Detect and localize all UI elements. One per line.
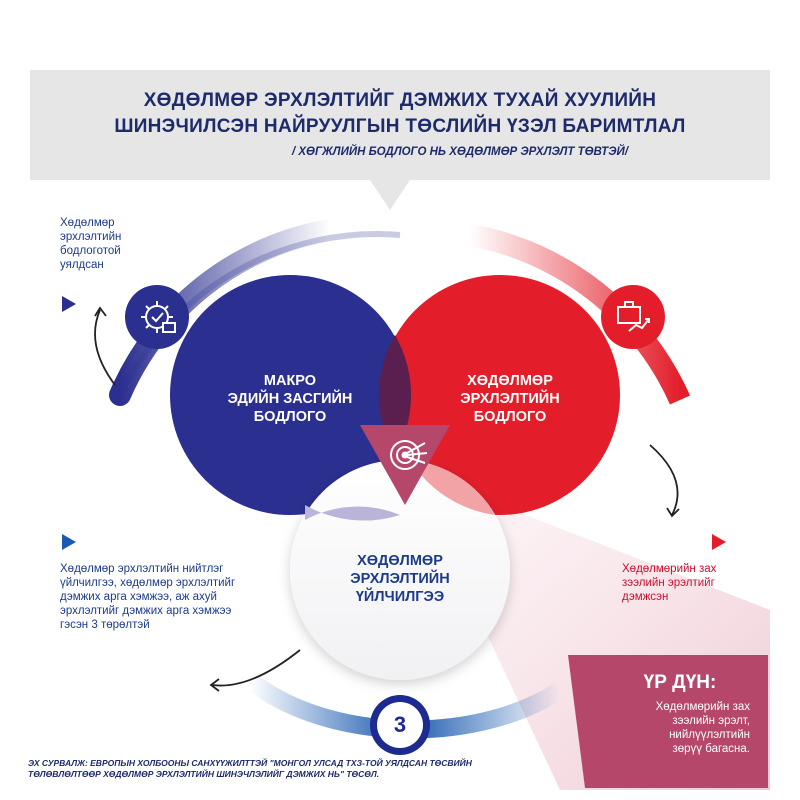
employment-policy-label-line: ЭРХЛЭЛТИЙН <box>460 391 560 407</box>
note-line: гэсэн 3 төрөлтэй <box>60 619 150 631</box>
note-line: эрхлэлтийг дэмжих арга хэмжээ <box>60 605 232 617</box>
employment-services-label-line: ҮЙЛЧИЛГЭЭ <box>355 589 445 605</box>
gear-check-icon <box>141 301 176 333</box>
note-line: үйлчилгээ, хөдөлмөр эрхлэлтийг <box>60 577 236 589</box>
red-outer-arc <box>468 224 691 405</box>
result-content: ҮР ДҮН: Хөдөлмөрийн зах зээлийн эрэлт, н… <box>590 672 750 756</box>
employment-policy-circle-label: ХӨДӨЛМӨР ЭРХЛЭЛТИЙН БОДЛОГО <box>420 372 600 426</box>
target-arrows-icon <box>390 440 428 470</box>
note-line: Хөдөлмөр <box>60 217 115 229</box>
curved-arrow-icon-right <box>649 444 679 516</box>
page-subtitle: / ХӨГЖЛИЙН БОДЛОГО НЬ ХӨДӨЛМӨР ЭРХЛЭЛТ Т… <box>291 146 629 158</box>
footer-line: ЭХ СУРВАЛЖ: ЕВРОПЫН ХОЛБООНЫ САНХҮҮЖИЛТТ… <box>28 758 472 768</box>
note-line: Хөдөлмөр эрхлэлтийн нийтлэг <box>60 563 224 575</box>
header: ХӨДӨЛМӨР ЭРХЛЭЛТИЙГ ДЭМЖИХ ТУХАЙ ХУУЛИЙН… <box>30 88 770 158</box>
employment-policy-circle <box>380 275 620 515</box>
employment-services-circle-label: ХӨДӨЛМӨР ЭРХЛЭЛТИЙН ҮЙЛЧИЛГЭЭ <box>310 552 490 606</box>
number-badge: 3 <box>393 712 407 737</box>
page-title-line-2: ШИНЭЧИЛСЭН НАЙРУУЛГЫН ТӨСЛИЙН ҮЗЭЛ БАРИМ… <box>114 116 686 137</box>
note-line: дэмжих арга хэмжээ, аж ахуй <box>60 591 217 603</box>
target-triangle <box>360 425 450 505</box>
note-line: уялдсан <box>60 259 104 271</box>
note-top-left: Хөдөлмөр эрхлэлтийн бодлоготой уялдсан <box>60 216 121 272</box>
employment-services-label-line: ЭРХЛЭЛТИЙН <box>350 571 450 587</box>
macro-label-line: МАКРО <box>263 373 317 389</box>
briefcase-growth-badge <box>601 285 665 349</box>
macro-policy-circle <box>170 275 410 515</box>
play-arrow-icon-left-top <box>62 296 76 312</box>
macro-circle-label: МАКРО ЭДИЙН ЗАСГИЙН БОДЛОГО <box>200 372 380 426</box>
employment-services-label-line: ХӨДӨЛМӨР <box>357 553 443 569</box>
note-right: Хөдөлмөрийн зах зээлийн эрэлтийг дэмжсэн <box>622 562 716 604</box>
page-title-line-1: ХӨДӨЛМӨР ЭРХЛЭЛТИЙГ ДЭМЖИХ ТУХАЙ ХУУЛИЙН <box>143 90 657 111</box>
note-left: Хөдөлмөр эрхлэлтийн нийтлэг үйлчилгээ, х… <box>60 562 235 632</box>
note-line: эрхлэлтийн <box>60 231 122 243</box>
note-line: Хөдөлмөрийн зах <box>622 563 717 575</box>
result-line: зөрүү багасна. <box>672 743 750 755</box>
play-arrow-icon-left <box>62 534 76 550</box>
blue-outer-arc <box>109 219 341 406</box>
employment-policy-label-line: ХӨДӨЛМӨР <box>467 373 553 389</box>
source-footer: ЭХ СУРВАЛЖ: ЕВРОПЫН ХОЛБООНЫ САНХҮҮЖИЛТТ… <box>28 758 548 780</box>
result-line: Хөдөлмөрийн зах <box>655 701 750 713</box>
curved-arrow-icon-bottom <box>211 649 301 687</box>
result-line: нийлүүлэлтийн <box>669 729 750 741</box>
curved-arrow-icon-left-top <box>94 309 116 386</box>
result-line: зээлийн эрэлт, <box>672 715 750 727</box>
result-title: ҮР ДҮН: <box>643 672 717 693</box>
briefcase-growth-icon <box>617 301 650 332</box>
macro-label-line: БОДЛОГО <box>253 409 327 425</box>
note-line: дэмжсэн <box>622 591 669 603</box>
play-arrow-icon-right <box>712 534 726 550</box>
note-line: бодлоготой <box>60 245 121 257</box>
macro-label-line: ЭДИЙН ЗАСГИЙН <box>227 391 353 407</box>
gear-check-badge <box>125 285 189 349</box>
result-box <box>568 655 768 788</box>
employment-policy-label-line: БОДЛОГО <box>473 409 547 425</box>
header-banner <box>30 70 770 210</box>
note-line: зээлийн эрэлтийг <box>622 577 715 589</box>
footer-line: ТӨЛӨВЛӨЛТӨӨР ХӨДӨЛМӨР ЭРХЛЭЛТИЙН ШИНЭЧЛЭ… <box>28 769 380 779</box>
